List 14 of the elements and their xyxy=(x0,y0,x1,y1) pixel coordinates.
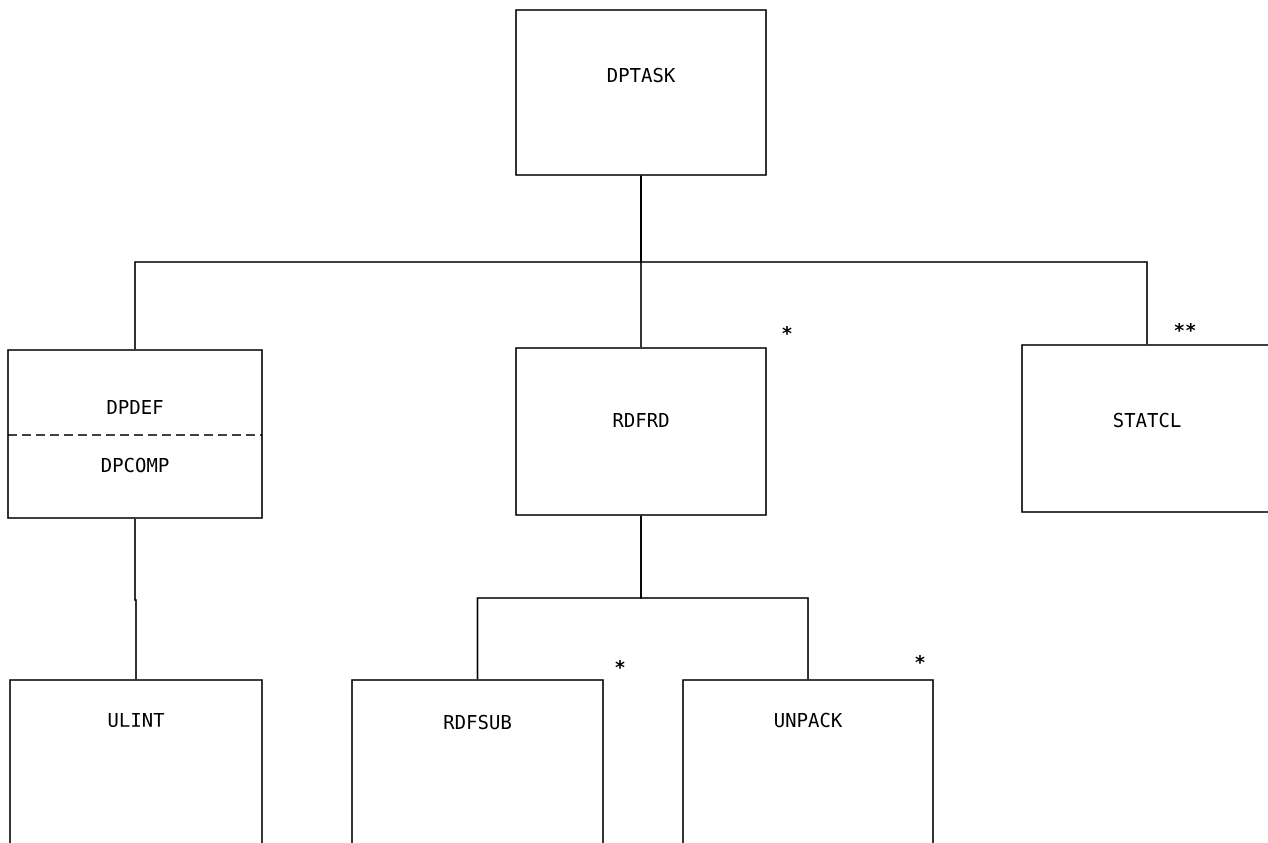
asterisk-note: * xyxy=(782,325,792,335)
asterisk-note: ** xyxy=(1174,322,1196,332)
process-box: RDFSUB xyxy=(351,679,604,843)
asterisk-note: * xyxy=(915,654,925,664)
process-box: ULINT xyxy=(9,679,263,843)
split-box: DPDEF DPCOMP xyxy=(7,349,263,519)
process-box: UNPACK xyxy=(682,679,934,843)
asterisk-note: * xyxy=(615,659,625,669)
process-box: STATCL xyxy=(1021,344,1268,513)
connector-line xyxy=(640,175,1148,345)
process-box: RDFRD xyxy=(515,347,767,516)
connector-line xyxy=(640,515,809,680)
process-box: DPTASK xyxy=(515,9,767,176)
connector-line xyxy=(134,518,137,680)
